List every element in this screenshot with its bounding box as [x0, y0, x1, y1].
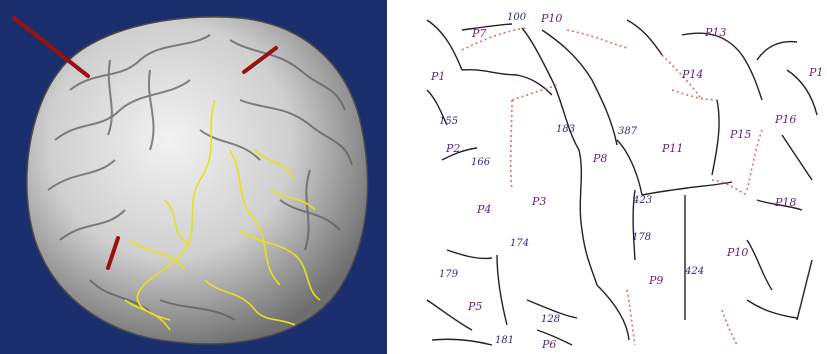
region-label-p6: P6: [541, 338, 556, 351]
number-label-128: 128: [541, 314, 560, 325]
region-label-p1-right: P1: [808, 66, 823, 79]
brain-surface-image: [0, 0, 387, 354]
region-label-p9: P9: [648, 274, 663, 287]
number-label-178: 178: [632, 232, 651, 243]
parcellation-diagram: P7 P10 P13 P1 P14 P1 P16 P15 P11 P8 P2 P…: [417, 0, 827, 354]
number-label-166: 166: [471, 157, 491, 168]
number-label-423: 423: [632, 195, 652, 206]
number-label-387: 387: [618, 126, 638, 137]
region-label-p13: P13: [704, 26, 726, 39]
region-label-p8: P8: [592, 152, 607, 165]
solid-boundaries: [427, 20, 817, 345]
region-label-p10-lower: P10: [726, 246, 748, 259]
region-label-p4: P4: [476, 203, 491, 216]
region-label-p14: P14: [681, 68, 703, 81]
region-label-p11: P11: [661, 142, 683, 155]
region-label-p18: P18: [774, 196, 796, 209]
brain-render: [0, 0, 387, 354]
dotted-boundaries: [462, 28, 762, 345]
region-label-p3: P3: [531, 195, 546, 208]
number-label-179: 179: [439, 269, 459, 280]
region-label-p10-top: P10: [540, 12, 562, 25]
number-label-174: 174: [510, 238, 529, 249]
region-label-p7: P7: [471, 27, 486, 40]
number-label-155: 155: [439, 116, 458, 127]
region-label-p5: P5: [467, 300, 482, 313]
number-label-100: 100: [507, 12, 527, 23]
number-label-181: 181: [495, 335, 514, 346]
region-label-p2: P2: [445, 142, 460, 155]
region-label-p15: P15: [729, 128, 751, 141]
region-label-p1-left: P1: [430, 70, 445, 83]
number-label-183: 183: [556, 124, 575, 135]
number-label-424: 424: [684, 266, 704, 277]
region-label-p16: P16: [774, 113, 796, 126]
parcellation-svg: P7 P10 P13 P1 P14 P1 P16 P15 P11 P8 P2 P…: [417, 0, 827, 354]
